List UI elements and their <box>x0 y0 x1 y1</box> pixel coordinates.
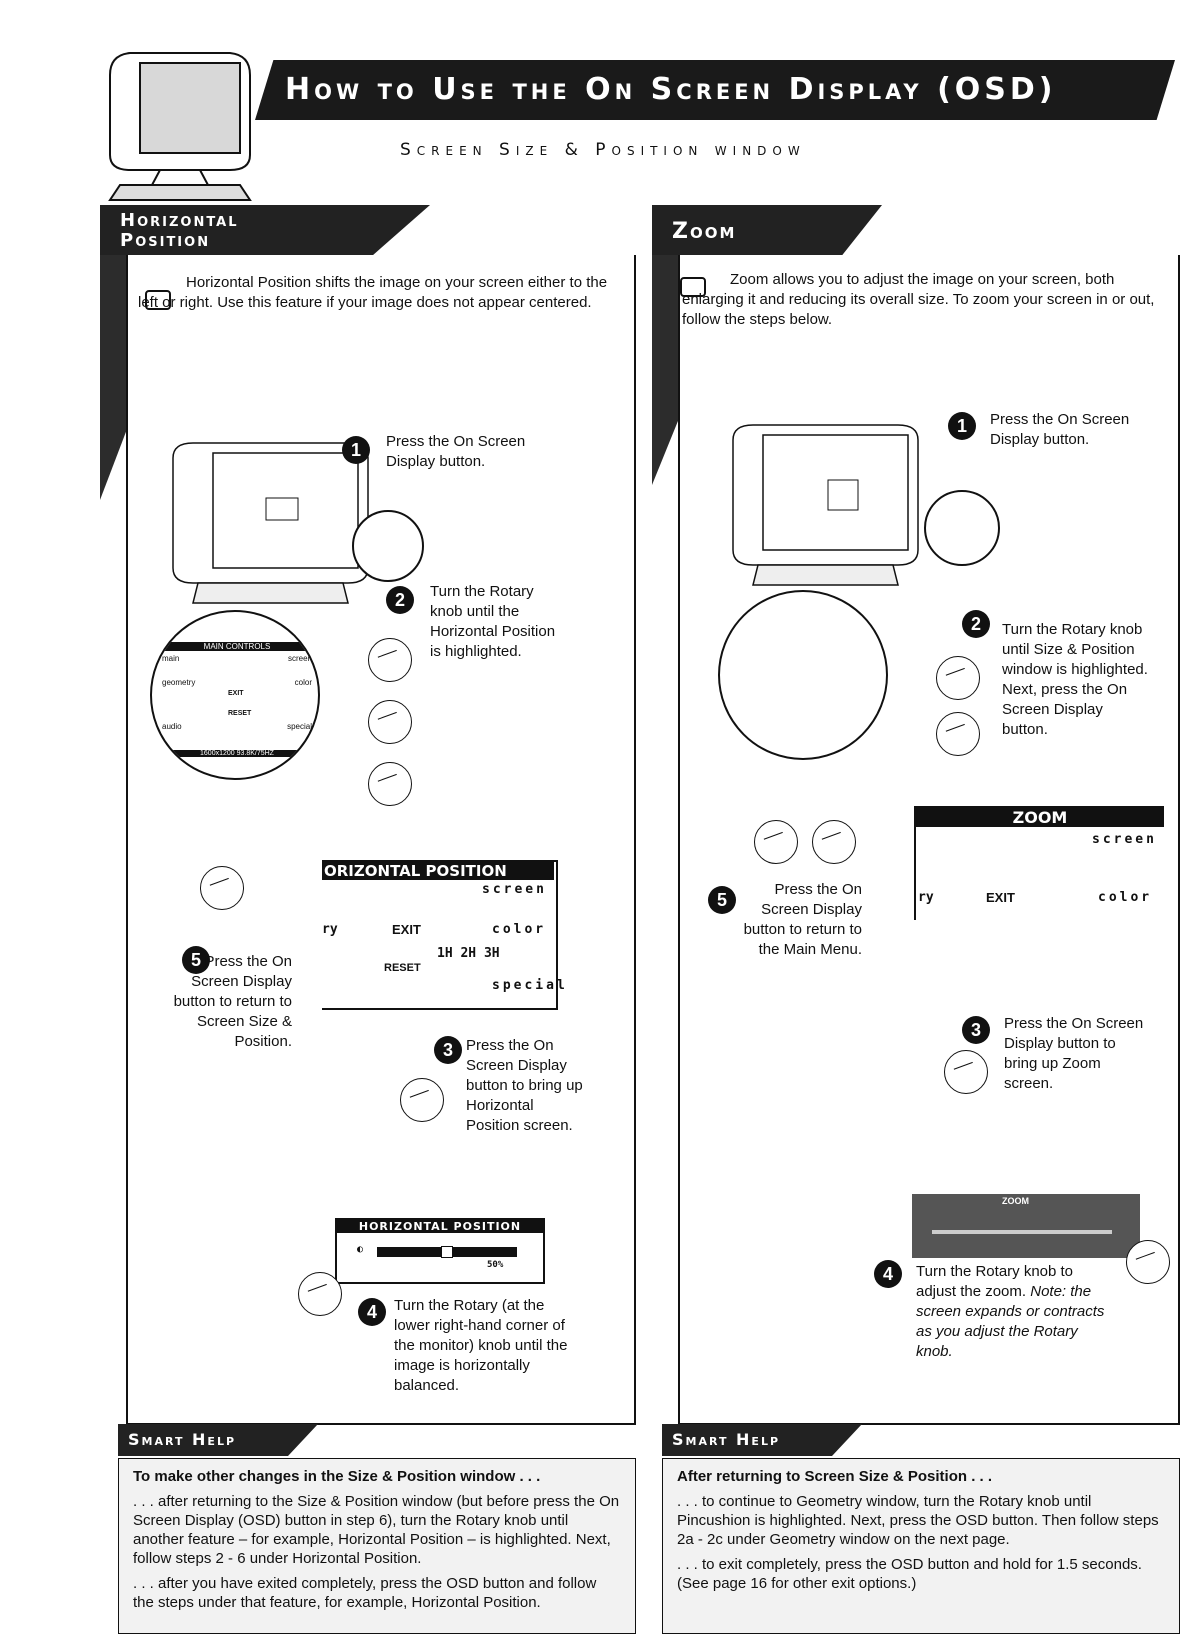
osd-zoom-color: color <box>1098 890 1153 905</box>
osd-hpos-reset: RESET <box>384 962 421 974</box>
page-subtitle: Screen Size & Position window <box>400 140 806 160</box>
step-number: 5 <box>708 886 736 914</box>
rotary-knob-icon <box>812 820 856 864</box>
osd-zoom-ry: ry <box>918 890 934 905</box>
smart-help-right-heading: After returning to Screen Size & Positio… <box>677 1468 993 1485</box>
step-number: 4 <box>358 1298 386 1326</box>
monitor-logo-icon <box>100 45 260 205</box>
zoom-bar-track[interactable] <box>932 1230 1112 1234</box>
smart-help-tab-left: Smart Help <box>118 1424 318 1456</box>
rotary-knob-icon <box>400 1078 444 1122</box>
rotary-knob-icon <box>298 1272 342 1316</box>
left-step-5-text: Press the On Screen Display button to re… <box>173 953 292 1050</box>
slider-track[interactable] <box>377 1246 517 1258</box>
slider-left-icon: ◐ <box>357 1244 364 1255</box>
rotary-knob-icon <box>200 866 244 910</box>
left-step-1-text: Press the On Screen Display button. <box>386 433 526 470</box>
osd-hpos-exit: EXIT <box>392 922 421 937</box>
osd-geometry-label: geometry <box>162 678 196 687</box>
osd-hpos-color: color <box>492 922 547 937</box>
smart-help-box-right: After returning to Screen Size & Positio… <box>662 1458 1180 1634</box>
zoom-icon <box>680 277 706 297</box>
rotary-knob-icon <box>944 1050 988 1094</box>
osd-main-label: main <box>162 654 180 663</box>
step-number: 3 <box>962 1016 990 1044</box>
osd-zoom-screen-label: screen <box>1092 832 1157 847</box>
osd-exit-label: EXIT <box>228 690 244 697</box>
smart-help-right-p2: . . . to exit completely, press the OSD … <box>677 1556 1142 1592</box>
step-number: 1 <box>948 412 976 440</box>
section-title-line1: Horizontal <box>120 210 239 231</box>
zoom-bar-header: ZOOM <box>1002 1196 1029 1206</box>
osd-resolution: 1600x1200 93.8K/75HZ <box>162 750 312 757</box>
side-strip-left <box>100 255 128 500</box>
osd-hpos-ry: ry <box>322 922 338 937</box>
side-strip-right <box>652 255 680 485</box>
step-number: 5 <box>182 946 210 974</box>
slider-thumb[interactable] <box>441 1246 453 1258</box>
osd-color-label: color <box>294 678 312 687</box>
knob-detail-circle <box>924 490 1000 566</box>
right-step-4-note: Note: the screen expands or contracts as… <box>916 1283 1105 1360</box>
osd-magnifier <box>718 590 888 760</box>
smart-help-left-heading: To make other changes in the Size & Posi… <box>133 1468 541 1485</box>
monitor-illustration <box>718 420 928 605</box>
right-step-4-text: Turn the Rotary knob to adjust the zoom.… <box>916 1262 1106 1362</box>
osd-hpos-screen: screen <box>482 882 547 897</box>
osd-hpos-modes: 1H 2H 3H <box>437 946 500 961</box>
osd-main-header: MAIN CONTROLS <box>162 642 312 651</box>
rotary-knob-icon <box>936 712 980 756</box>
osd-zoom-screen: ZOOM screen ry EXIT color <box>914 806 1164 920</box>
rotary-knob-icon <box>368 762 412 806</box>
osd-special-label: special <box>287 722 312 731</box>
right-step-2-text: Turn the Rotary knob until Size & Positi… <box>1002 621 1148 738</box>
slider-header: HORIZONTAL POSITION <box>337 1220 543 1233</box>
monitor-illustration <box>158 438 378 623</box>
osd-screen-label: screen <box>287 654 312 663</box>
slider-value: 50% <box>487 1260 504 1270</box>
section-title-line2: Position <box>120 230 211 251</box>
title-banner <box>255 60 1175 120</box>
left-step-2-text: Turn the Rotary knob until the Horizonta… <box>430 583 556 660</box>
section-title-zoom: Zoom <box>672 219 737 244</box>
osd-magnifier: MAIN CONTROLS main screen geometry color… <box>150 610 320 780</box>
left-step-3-text: Press the On Screen Display button to br… <box>466 1037 583 1134</box>
step-number: 2 <box>386 586 414 614</box>
smart-help-left-p1: . . . after returning to the Size & Posi… <box>133 1493 620 1567</box>
horizontal-position-slider-screen: HORIZONTAL POSITION ◐ 50% <box>335 1218 545 1284</box>
knob-detail-circle <box>352 510 424 582</box>
step-number: 3 <box>434 1036 462 1064</box>
rotary-knob-icon <box>368 700 412 744</box>
osd-hpos-header: ORIZONTAL POSITION <box>322 862 554 880</box>
left-step-4-text: Turn the Rotary (at the lower right-hand… <box>394 1297 568 1394</box>
smart-help-tab-right: Smart Help <box>662 1424 862 1456</box>
smart-help-box-left: To make other changes in the Size & Posi… <box>118 1458 636 1634</box>
right-step-3-text: Press the On Screen Display button to br… <box>1004 1015 1144 1092</box>
rotary-knob-icon <box>754 820 798 864</box>
osd-horizontal-position-screen: ORIZONTAL POSITION screen ry EXIT color … <box>322 860 565 1010</box>
intro-zoom: Zoom allows you to adjust the image on y… <box>682 271 1155 328</box>
section-tab-horizontal-position: Horizontal Position <box>100 205 430 263</box>
rotary-knob-icon <box>936 656 980 700</box>
osd-hpos-special: special <box>492 978 568 993</box>
osd-audio-label: audio <box>162 722 182 731</box>
page-title: How to Use the On Screen Display (OSD) <box>285 72 1057 107</box>
right-step-5-text: Press the On Screen Display button to re… <box>743 881 862 958</box>
right-step-4-main: Turn the Rotary knob to adjust the zoom. <box>916 1263 1074 1300</box>
osd-reset-label: RESET <box>228 710 252 717</box>
smart-help-left-p2: . . . after you have exited completely, … <box>133 1575 597 1611</box>
smart-help-right-p1: . . . to continue to Geometry window, tu… <box>677 1493 1159 1548</box>
osd-zoom-header: ZOOM <box>916 808 1164 827</box>
step-number: 4 <box>874 1260 902 1288</box>
step-number: 2 <box>962 610 990 638</box>
intro-horizontal-position: Horizontal Position shifts the image on … <box>138 274 608 311</box>
zoom-bar-screen: ZOOM <box>912 1194 1140 1258</box>
rotary-knob-icon <box>1126 1240 1170 1284</box>
right-step-1-text: Press the On Screen Display button. <box>990 411 1130 448</box>
horizontal-position-icon <box>145 290 171 310</box>
step-number: 1 <box>342 436 370 464</box>
osd-zoom-exit: EXIT <box>986 890 1015 905</box>
rotary-knob-icon <box>368 638 412 682</box>
